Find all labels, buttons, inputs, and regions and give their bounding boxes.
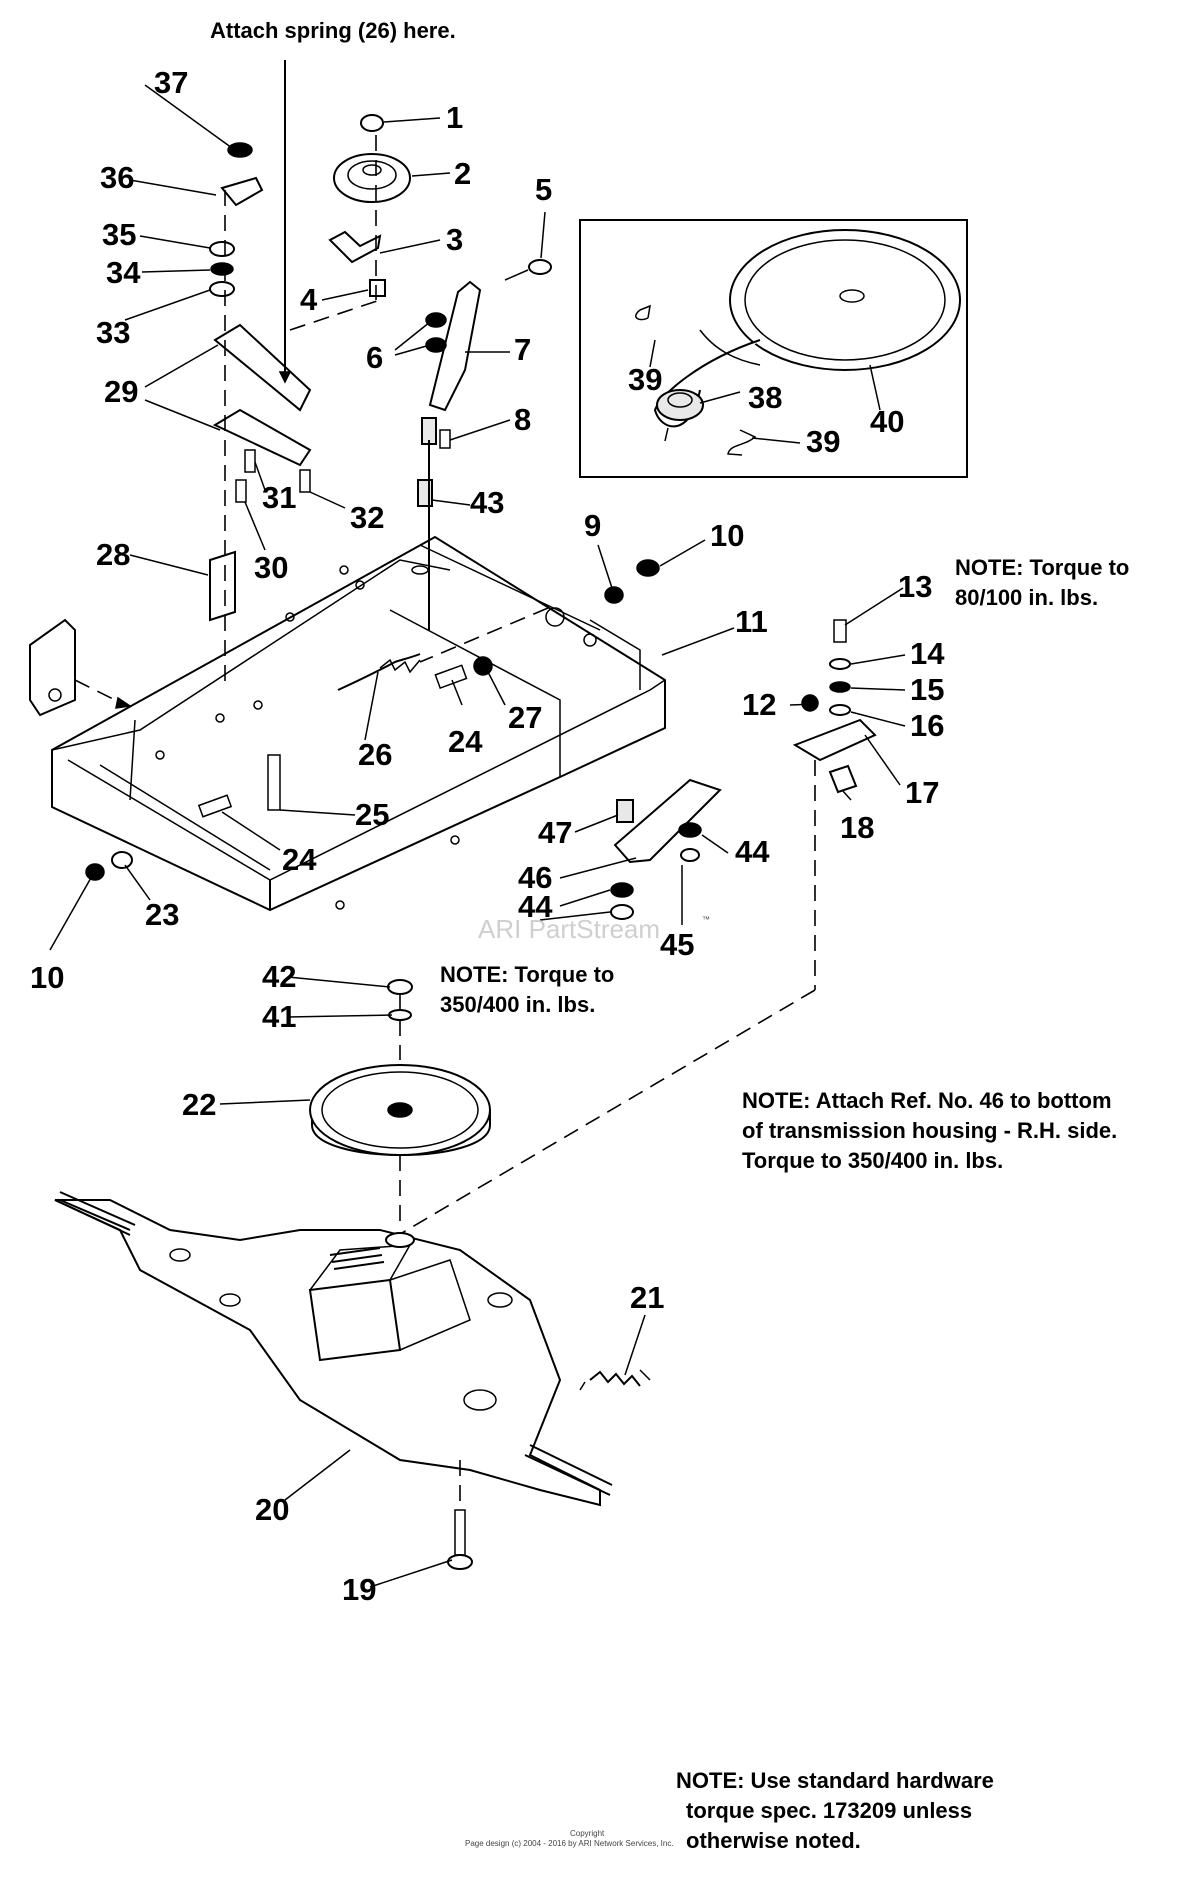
callout-2: 2: [454, 156, 471, 191]
callout-3: 3: [446, 222, 463, 257]
callout-5: 5: [535, 172, 552, 207]
callout-18: 18: [840, 810, 874, 845]
callout-39-lower: 39: [806, 424, 840, 459]
spring-and-bolts: [85, 417, 660, 881]
callout-47: 47: [538, 815, 572, 850]
callout-31: 31: [262, 480, 296, 515]
note-torque-350-line2: 350/400 in. lbs.: [440, 992, 595, 1017]
note-torque-80-line1: NOTE: Torque to: [955, 555, 1129, 580]
callout-23: 23: [145, 897, 179, 932]
callout-4: 4: [300, 282, 318, 317]
callout-15: 15: [910, 672, 944, 707]
callout-14: 14: [910, 636, 945, 671]
callout-24-upper: 24: [448, 724, 483, 759]
right-bracket-hardware: [792, 619, 877, 794]
leader-lines: [49, 84, 906, 1588]
watermark: ARI PartStream: [478, 914, 660, 944]
copyright-line1: Copyright: [570, 1829, 605, 1838]
callout-24-lower: 24: [282, 842, 317, 877]
callout-33: 33: [96, 315, 130, 350]
callout-numbers: 1 2 3 4 5 6 7 8 9 10 10 11 12 13 14 15 1…: [30, 65, 945, 1607]
callout-1: 1: [446, 100, 463, 135]
callout-19: 19: [342, 1572, 376, 1607]
transmission-support-bracket: [389, 760, 816, 1241]
note-attach-ref46-line2: of transmission housing - R.H. side.: [742, 1118, 1117, 1143]
callout-8: 8: [514, 402, 531, 437]
top-left-hardware: [209, 60, 312, 690]
callout-44-left: 44: [518, 889, 553, 924]
callout-44-right: 44: [735, 834, 770, 869]
callout-38: 38: [748, 380, 782, 415]
callout-34: 34: [106, 255, 141, 290]
left-bracket: [29, 618, 133, 717]
callout-9: 9: [584, 508, 601, 543]
note-standard-hw-line3: otherwise noted.: [686, 1828, 861, 1853]
transaxle: [54, 1191, 651, 1570]
callout-46: 46: [518, 860, 552, 895]
callout-27: 27: [508, 700, 542, 735]
inset-belt-detail: [579, 219, 968, 478]
callout-16: 16: [910, 708, 944, 743]
callout-20: 20: [255, 1492, 289, 1527]
note-standard-hw-line1: NOTE: Use standard hardware: [676, 1768, 994, 1793]
callout-32: 32: [350, 500, 384, 535]
note-torque-350-line1: NOTE: Torque to: [440, 962, 614, 987]
callout-36: 36: [100, 160, 134, 195]
note-torque-80-line2: 80/100 in. lbs.: [955, 585, 1098, 610]
callout-25: 25: [355, 797, 389, 832]
idler-arm-bracket: [417, 259, 552, 507]
callout-40: 40: [870, 404, 904, 439]
callout-41: 41: [262, 999, 296, 1034]
callout-26: 26: [358, 737, 392, 772]
callout-43: 43: [470, 485, 504, 520]
callout-29: 29: [104, 374, 138, 409]
notes: Attach spring (26) here. NOTE: Torque to…: [210, 18, 1129, 1853]
callout-7: 7: [514, 332, 531, 367]
callout-10-right: 10: [710, 518, 744, 553]
note-standard-hw-line2: torque spec. 173209 unless: [686, 1798, 972, 1823]
idler-pulley-assembly: [289, 114, 411, 331]
callout-30: 30: [254, 550, 288, 585]
transmission-frame: [51, 535, 666, 912]
callout-39-upper: 39: [628, 362, 662, 397]
note-attach-ref46-line1: NOTE: Attach Ref. No. 46 to bottom: [742, 1088, 1112, 1113]
callout-45: 45: [660, 927, 694, 962]
callout-13: 13: [898, 569, 932, 604]
trademark: ™: [702, 915, 710, 924]
callout-22: 22: [182, 1087, 216, 1122]
transmission-pulley: [309, 979, 491, 1225]
callout-6: 6: [366, 340, 383, 375]
callout-11: 11: [735, 604, 768, 639]
callout-42: 42: [262, 959, 296, 994]
callout-12: 12: [742, 687, 776, 722]
callout-21: 21: [630, 1280, 664, 1315]
callout-35: 35: [102, 217, 136, 252]
callout-10-left: 10: [30, 960, 64, 995]
note-attach-spring: Attach spring (26) here.: [210, 18, 456, 43]
callout-28: 28: [96, 537, 130, 572]
callout-17: 17: [905, 775, 939, 810]
note-attach-ref46-line3: Torque to 350/400 in. lbs.: [742, 1148, 1003, 1173]
copyright-line2: Page design (c) 2004 - 2016 by ARI Netwo…: [465, 1839, 674, 1848]
callout-37: 37: [154, 65, 188, 100]
